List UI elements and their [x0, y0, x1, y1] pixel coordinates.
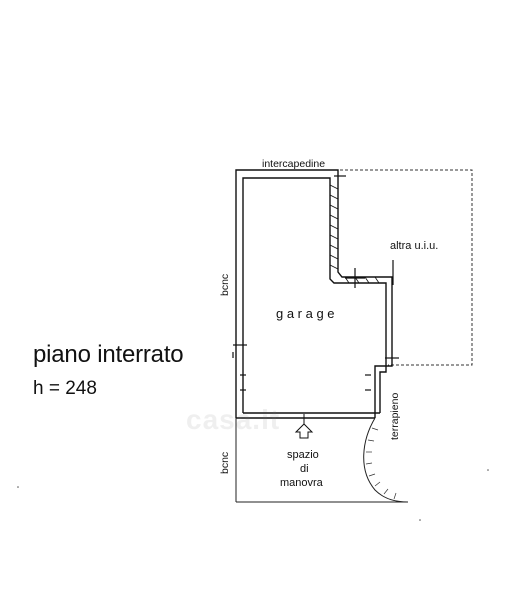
stray-mark: [487, 469, 489, 471]
left-wall-lower-label: bcnc: [219, 452, 231, 474]
floor-title: piano interrato: [33, 341, 184, 368]
embankment-hatch: [365, 427, 397, 500]
stray-mark: [419, 519, 421, 521]
stray-mark: [17, 486, 19, 488]
top-wall-label: intercapedine: [262, 158, 325, 170]
wall-ticks: [232, 175, 399, 391]
garage-walls: [235, 169, 393, 419]
watermark: casa.it: [186, 404, 281, 435]
garage-label: g a r a g e: [276, 306, 335, 321]
right-wall-label: terrapieno: [389, 393, 401, 440]
other-unit-label: altra u.i.u.: [390, 240, 438, 252]
left-wall-upper-label: bcnc: [219, 274, 231, 296]
entrance-arrow-icon: [294, 414, 314, 439]
maneuver-area: [235, 417, 409, 503]
maneuver-label-line3: manovra: [280, 477, 324, 489]
other-unit-outline: [335, 169, 473, 366]
maneuver-label-line2: di: [300, 463, 309, 475]
maneuver-label-line1: spazio: [287, 449, 319, 461]
floor-height: h = 248: [33, 378, 97, 399]
